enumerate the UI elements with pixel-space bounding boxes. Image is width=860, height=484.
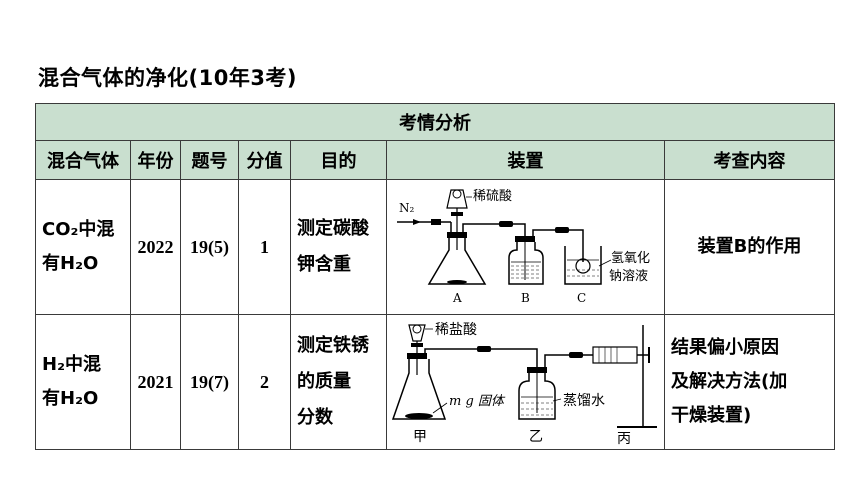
gas-cell: H₂中混 有H₂O xyxy=(35,314,131,450)
device-cell: 稀盐酸 m g 固体 甲 蒸馏水 xyxy=(386,314,665,450)
header-score: 分值 xyxy=(238,140,291,180)
solid-label: m g 固体 xyxy=(449,394,506,409)
water-label: 蒸馏水 xyxy=(563,393,605,409)
label-b: B xyxy=(521,291,530,305)
score-cell: 2 xyxy=(238,314,291,450)
year-cell: 2022 xyxy=(130,179,181,315)
acid-label-2: 稀盐酸 xyxy=(435,322,477,338)
purpose-line: 测定碳酸 xyxy=(297,218,369,239)
page-title: 混合气体的净化(10年3考) xyxy=(38,66,298,90)
label-a: A xyxy=(452,291,462,305)
label-yi: 乙 xyxy=(529,429,543,445)
header-device: 装置 xyxy=(386,140,665,180)
device-cell: N₂ 稀硫酸 A xyxy=(386,179,665,315)
label-bing: 丙 xyxy=(617,431,631,447)
year-cell: 2021 xyxy=(130,314,181,450)
exam-analysis-table: 考情分析 混合气体 年份 题号 分值 目的 装置 考查内容 CO₂中混 有H₂O… xyxy=(34,103,836,450)
header-gas: 混合气体 xyxy=(35,140,131,180)
apparatus-diagram-2: 稀盐酸 m g 固体 甲 蒸馏水 xyxy=(391,322,657,447)
acid-label-1: 稀硫酸 xyxy=(473,189,512,204)
table-band-title: 考情分析 xyxy=(34,103,836,141)
purpose-cell: 测定碳酸 钾含重 xyxy=(290,179,387,315)
gas-text-line: H₂中混 xyxy=(42,354,101,375)
exam-line: 干燥装置) xyxy=(671,405,752,426)
exam-line: 结果偏小原因 xyxy=(671,337,779,358)
table-row: H₂中混 有H₂O 2021 19(7) 2 测定铁锈 的质量 分数 稀盐酸 xyxy=(35,314,836,450)
solution-label-line2: 钠溶液 xyxy=(609,269,648,284)
solution-label-line1: 氢氧化 xyxy=(611,251,650,266)
score-cell: 1 xyxy=(238,179,291,315)
apparatus-diagram-1: N₂ 稀硫酸 A xyxy=(397,189,650,305)
gas-cell: CO₂中混 有H₂O xyxy=(35,179,131,315)
purpose-cell: 测定铁锈 的质量 分数 xyxy=(290,314,387,450)
gas-text-line: CO₂中混 xyxy=(42,219,115,240)
exam-content-cell: 结果偏小原因 及解决方法(加 干燥装置) xyxy=(663,314,836,450)
header-question: 题号 xyxy=(180,140,239,180)
purpose-line: 的质量 xyxy=(297,371,351,392)
label-c: C xyxy=(577,291,586,305)
header-exam-content: 考查内容 xyxy=(663,140,836,180)
gas-text-line: 有H₂O xyxy=(42,253,99,274)
purpose-line: 钾含重 xyxy=(297,254,351,275)
header-purpose: 目的 xyxy=(290,140,387,180)
n2-label: N₂ xyxy=(399,201,415,215)
exam-line: 及解决方法(加 xyxy=(671,371,788,392)
table-row: CO₂中混 有H₂O 2022 19(5) 1 测定碳酸 钾含重 N₂ 稀 xyxy=(35,179,836,315)
question-cell: 19(7) xyxy=(180,314,239,450)
gas-text-line: 有H₂O xyxy=(42,388,99,409)
purpose-line: 测定铁锈 xyxy=(297,335,369,356)
question-cell: 19(5) xyxy=(180,179,239,315)
label-jia: 甲 xyxy=(413,429,427,445)
exam-content-cell: 装置B的作用 xyxy=(663,179,836,315)
purpose-line: 分数 xyxy=(297,407,333,428)
header-year: 年份 xyxy=(130,140,181,180)
